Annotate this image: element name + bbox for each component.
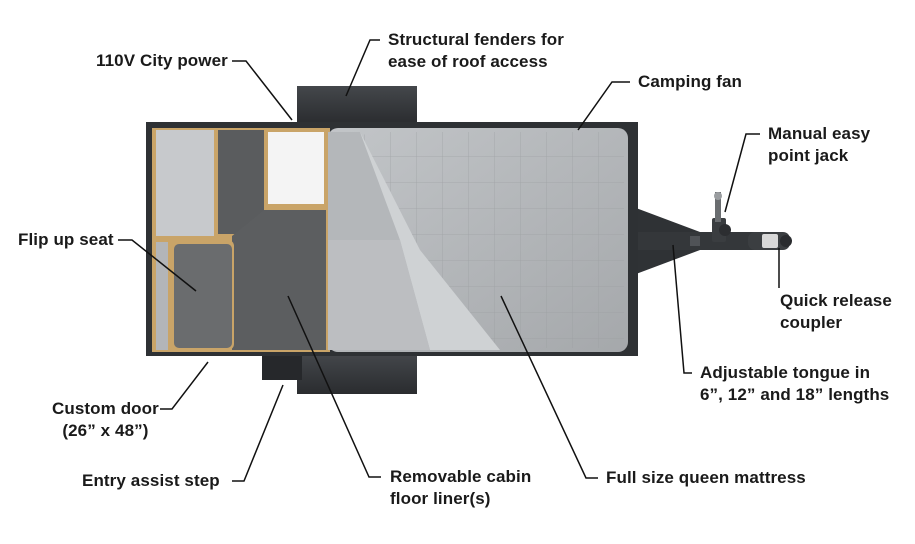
jack-leader: [724, 133, 760, 213]
label-jack: Manual easy point jack: [768, 124, 871, 165]
label-flip-seat: Flip up seat: [18, 230, 114, 249]
label-mattress: Full size queen mattress: [606, 468, 806, 487]
flip-seat-leader: [118, 239, 197, 292]
label-city-power: 110V City power: [96, 51, 228, 70]
door-leader: [160, 361, 209, 410]
label-door: Custom door (26” x 48”): [52, 399, 159, 440]
fenders-leader: [345, 39, 380, 97]
label-fenders: Structural fenders for ease of roof acce…: [388, 30, 565, 71]
cabin-interior: [152, 128, 330, 352]
camping-fan-leader: [577, 81, 630, 131]
tongue-leader: [672, 244, 692, 374]
label-floor-liner: Removable cabin floor liner(s): [390, 467, 532, 508]
floor-liner-leader: [287, 295, 381, 478]
entry-step-leader: [232, 384, 284, 482]
bottom-fender: [297, 354, 417, 394]
leader-lines: [118, 39, 780, 482]
coupler: [748, 232, 792, 250]
label-entry-step: Entry assist step: [82, 471, 220, 490]
label-camping-fan: Camping fan: [638, 72, 743, 91]
jack: [712, 192, 731, 242]
label-coupler: Quick release coupler: [780, 291, 892, 332]
label-tongue: Adjustable tongue in 6”, 12” and 18” len…: [700, 363, 890, 404]
mattress: [328, 128, 628, 352]
city-power-leader: [232, 60, 293, 121]
entry-step: [262, 354, 302, 380]
mattress-leader: [500, 295, 598, 479]
trailer-tongue: [636, 208, 756, 274]
top-fender: [297, 86, 417, 124]
